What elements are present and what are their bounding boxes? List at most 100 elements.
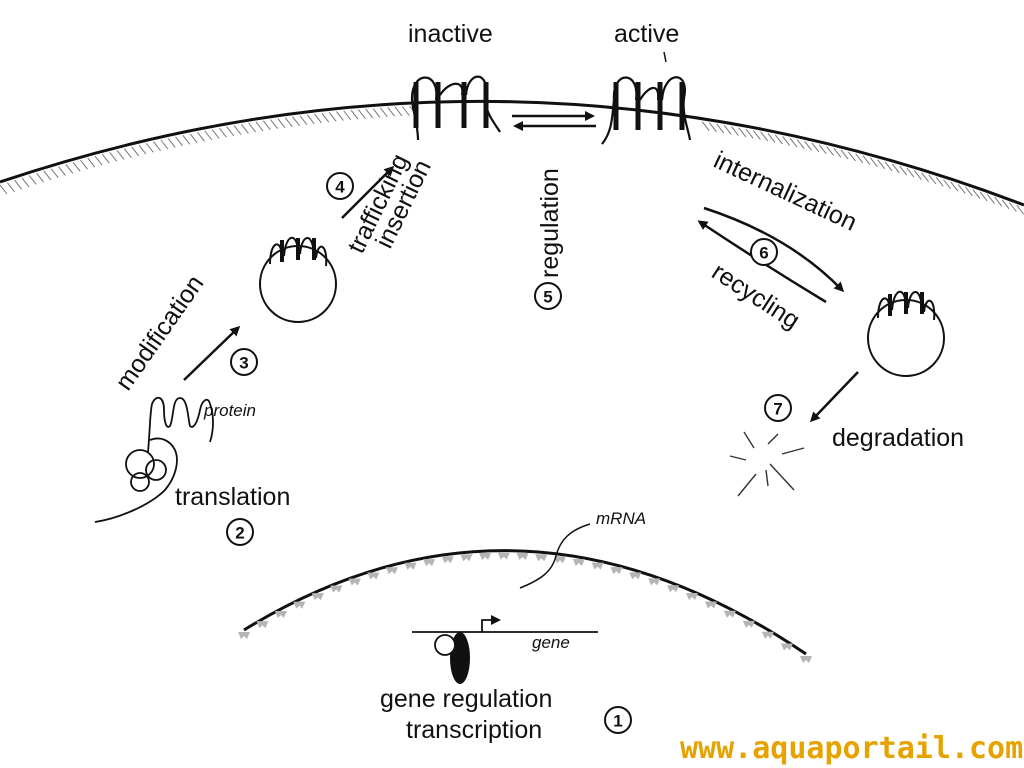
label-transcription: transcription xyxy=(406,716,542,744)
label-protein: protein xyxy=(203,401,256,420)
label-active: active xyxy=(614,20,679,48)
membrane-hatch-mark xyxy=(358,109,366,119)
inactive-receptor xyxy=(410,75,501,141)
membrane-hatch-mark xyxy=(767,133,776,143)
nuclear-pore-mark xyxy=(497,552,510,560)
membrane-hatch-mark xyxy=(987,194,995,204)
membrane-hatch-mark xyxy=(957,184,966,194)
membrane-hatch-mark xyxy=(848,151,856,162)
nuclear-envelope xyxy=(238,549,812,663)
membrane-hatch-mark xyxy=(167,138,176,148)
membrane-hatch-mark xyxy=(36,172,44,183)
nuclear-pore-mark xyxy=(591,562,604,570)
step-3-number: 3 xyxy=(239,354,248,373)
membrane-hatch-mark xyxy=(211,129,220,139)
membrane-hatch-mark xyxy=(240,123,249,134)
nuclear-pore-mark xyxy=(723,610,736,618)
step-badge-7: 7 xyxy=(764,394,792,422)
membrane-hatch-mark xyxy=(731,126,739,136)
nuclear-pore-mark xyxy=(311,593,324,601)
membrane-hatch-mark xyxy=(131,146,140,157)
watermark: www.aquaportail.com xyxy=(680,731,1023,766)
trafficking-vesicle xyxy=(259,236,337,323)
step-badge-2: 2 xyxy=(226,518,254,546)
nuclear-pore-mark xyxy=(238,632,250,639)
label-inactive: inactive xyxy=(408,20,493,48)
label-regulation: regulation xyxy=(536,168,564,278)
membrane-hatch-mark xyxy=(365,108,374,119)
degradation-burst-icon xyxy=(729,431,805,497)
membrane-hatch-mark xyxy=(1008,202,1017,212)
membrane-hatch-mark xyxy=(935,176,944,187)
membrane-hatch-mark xyxy=(826,146,834,156)
membrane-hatch-mark xyxy=(840,149,849,160)
membrane-hatch-mark xyxy=(394,106,403,117)
plasma-membrane xyxy=(0,99,1024,215)
membrane-hatch-mark xyxy=(299,115,308,126)
nuclear-pore-mark xyxy=(293,601,306,609)
membrane-hatch-mark xyxy=(87,157,96,168)
membrane-hatch-mark xyxy=(723,124,732,135)
nuclear-pore-mark xyxy=(404,562,417,570)
step-badge-3: 3 xyxy=(230,348,258,376)
membrane-hatch-mark xyxy=(716,123,725,134)
membrane-hatch-mark xyxy=(328,112,337,122)
membrane-hatch-mark xyxy=(833,147,842,158)
regulation-double-arrow xyxy=(512,111,596,131)
nuclear-pore-mark xyxy=(761,631,774,639)
endocytic-vesicle xyxy=(867,290,945,377)
membrane-hatch-mark xyxy=(789,137,798,148)
step-4-number: 4 xyxy=(335,178,345,197)
membrane-hatch-mark xyxy=(1016,204,1024,215)
membrane-hatch-mark xyxy=(14,179,23,190)
transcription-factor-icon xyxy=(434,634,456,656)
membrane-hatch-mark xyxy=(343,110,352,121)
membrane-hatch-mark xyxy=(255,121,264,132)
label-translation: translation xyxy=(175,483,290,511)
nuclear-pore-mark xyxy=(348,578,361,586)
nuclear-pore-mark xyxy=(385,567,398,575)
membrane-hatch-mark xyxy=(950,181,959,192)
membrane-hatch-mark xyxy=(943,179,951,189)
membrane-hatch-mark xyxy=(372,108,381,118)
membrane-hatch-mark xyxy=(138,144,147,155)
trafficking-arrow xyxy=(341,165,395,219)
membrane-hatch-mark xyxy=(387,107,396,117)
membrane-hatch-mark xyxy=(913,170,922,180)
membrane-hatch-mark xyxy=(65,164,74,174)
membrane-hatch-mark xyxy=(336,111,344,121)
nuclear-pore-mark xyxy=(572,559,585,567)
modification-arrow xyxy=(183,325,241,381)
step-1-number: 1 xyxy=(613,712,622,731)
membrane-hatch-mark xyxy=(116,150,125,160)
membrane-hatch-mark xyxy=(160,139,169,150)
gene-locus xyxy=(412,615,598,684)
nuclear-pore-mark xyxy=(742,620,755,628)
membrane-hatch-mark xyxy=(284,117,293,127)
membrane-hatch-mark xyxy=(262,120,271,131)
membrane-hatch-mark xyxy=(204,130,213,141)
membrane-hatch-mark xyxy=(877,159,886,170)
nuclear-pore-mark xyxy=(479,553,492,561)
membrane-hatch-mark xyxy=(891,163,900,174)
membrane-hatch-mark xyxy=(701,121,710,131)
membrane-hatch-mark xyxy=(321,112,330,123)
membrane-hatch-mark xyxy=(175,136,183,147)
membrane-hatch-mark xyxy=(6,182,15,192)
label-internalization: internalization xyxy=(709,146,861,237)
nuclear-pore-mark xyxy=(704,601,717,609)
nuclear-pore-mark xyxy=(648,578,661,586)
membrane-hatch-mark xyxy=(248,122,257,133)
membrane-hatch-mark xyxy=(189,133,198,144)
membrane-hatch-mark xyxy=(50,168,59,179)
step-6-number: 6 xyxy=(759,244,768,263)
membrane-hatch-mark xyxy=(94,155,103,166)
membrane-hatch-mark xyxy=(972,189,981,199)
membrane-hatch-mark xyxy=(401,106,410,116)
nuclear-pore-mark xyxy=(554,556,567,564)
membrane-hatch-mark xyxy=(80,159,88,170)
step-badge-5: 5 xyxy=(534,282,562,310)
membrane-hatch-mark xyxy=(752,130,761,140)
membrane-hatch-mark xyxy=(979,191,988,202)
